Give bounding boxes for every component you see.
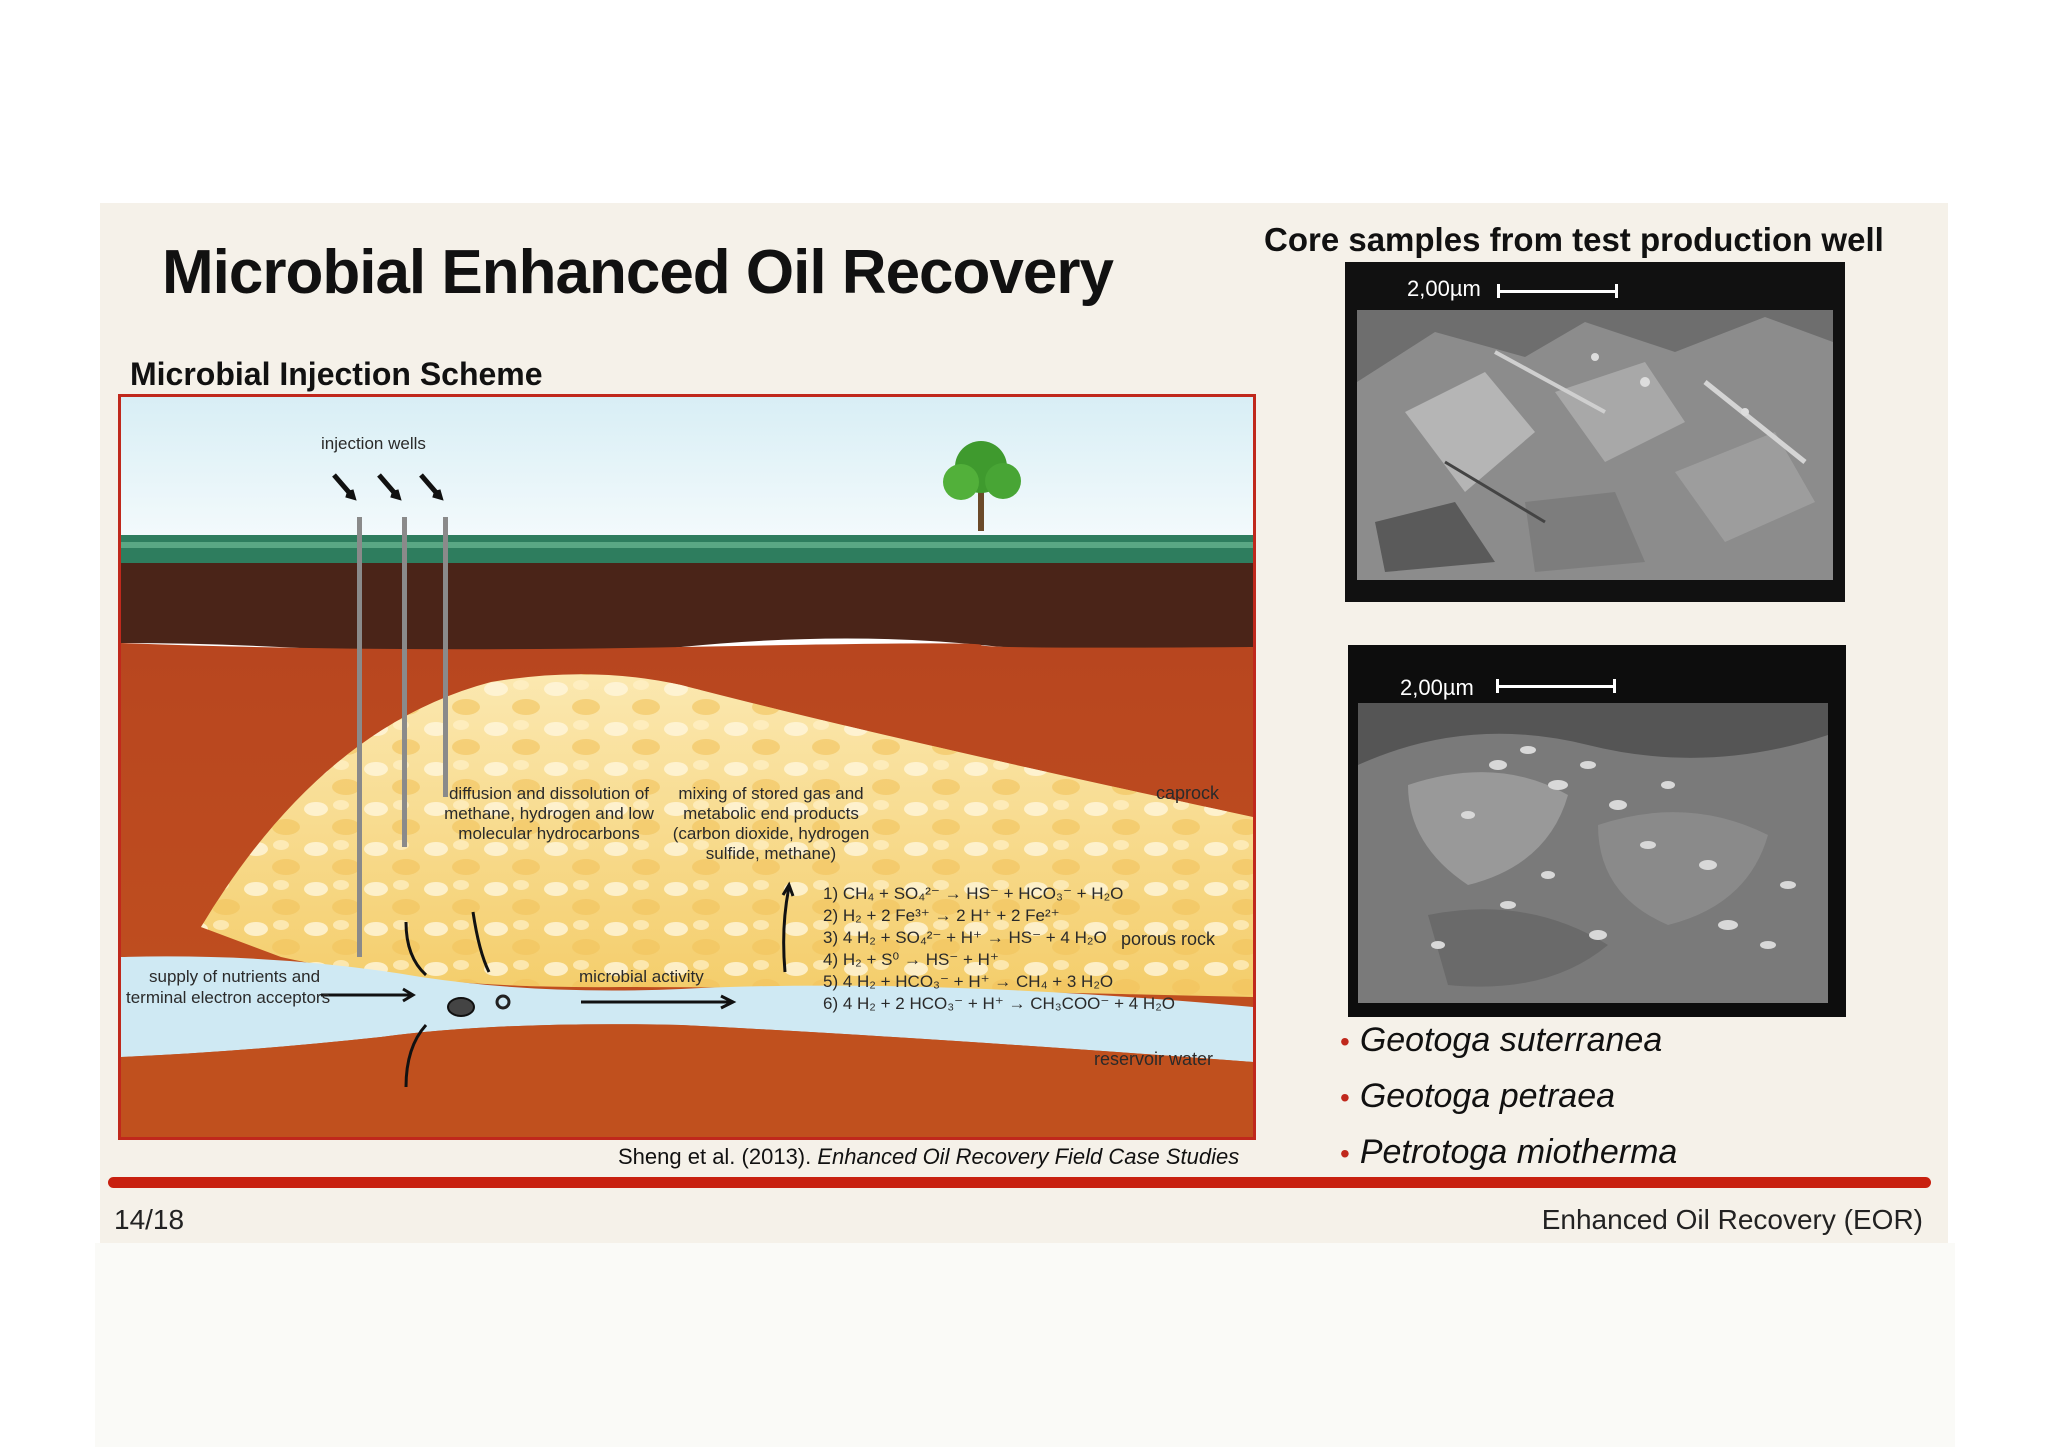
diagram-citation: Sheng et al. (2013). Enhanced Oil Recove… xyxy=(618,1144,1239,1170)
diagram-illustration: injection wells diffusion and dissolutio… xyxy=(121,397,1253,1137)
label-microbial-activity: microbial activity xyxy=(579,967,704,986)
label-porous-rock: porous rock xyxy=(1121,929,1216,949)
reaction-6: 6) 4 H₂ + 2 HCO₃⁻ + H⁺ → CH₃COO⁻ + 4 H₂O xyxy=(823,994,1175,1013)
species-item: • Geotoga suterranea xyxy=(1340,1018,1677,1074)
label-mixing-3: (carbon dioxide, hydrogen xyxy=(673,824,870,843)
reaction-1: 1) CH₄ + SO₄²⁻ → HS⁻ + HCO₃⁻ + H₂O xyxy=(823,884,1123,903)
label-diffusion-2: methane, hydrogen and low xyxy=(444,804,655,823)
bullet-icon: • xyxy=(1340,1082,1350,1113)
sem-micrograph-1 xyxy=(1345,262,1845,602)
sem-1-scale-label: 2,00µm xyxy=(1407,276,1481,301)
footer-title: Enhanced Oil Recovery (EOR) xyxy=(1541,1204,1923,1235)
bullet-icon: • xyxy=(1340,1026,1350,1057)
reaction-3: 3) 4 H₂ + SO₄²⁻ + H⁺ → HS⁻ + 4 H₂O xyxy=(823,928,1107,947)
page-lower-band xyxy=(95,1243,1955,1447)
slide-title: Microbial Enhanced Oil Recovery xyxy=(162,238,1114,307)
core-samples-title: Core samples from test production well xyxy=(1264,221,1884,258)
citation-authors: Sheng et al. (2013). xyxy=(618,1144,812,1169)
species-name: Geotoga suterranea xyxy=(1359,1021,1663,1059)
sem-image-2: 2,00µm xyxy=(1348,645,1846,1017)
label-mixing-1: mixing of stored gas and xyxy=(678,784,863,803)
species-item: • Geotoga petraea xyxy=(1340,1074,1677,1130)
bullet-icon: • xyxy=(1340,1138,1350,1169)
sem-2-scale-label: 2,00µm xyxy=(1400,675,1474,700)
page-number: 14/18 xyxy=(114,1204,185,1235)
sem-micrograph-2 xyxy=(1348,645,1846,1017)
label-mixing-2: metabolic end products xyxy=(683,804,859,823)
label-injection-wells: injection wells xyxy=(321,434,426,453)
label-diffusion-3: molecular hydrocarbons xyxy=(458,824,639,843)
sem-image-1: 2,00µm xyxy=(1345,262,1845,602)
species-name: Petrotoga miotherma xyxy=(1359,1133,1678,1171)
footer-divider xyxy=(108,1177,1931,1188)
reaction-2: 2) H₂ + 2 Fe³⁺ → 2 H⁺ + 2 Fe²⁺ xyxy=(823,906,1060,925)
label-diffusion-1: diffusion and dissolution of xyxy=(449,784,649,803)
scheme-title: Microbial Injection Scheme xyxy=(130,356,543,392)
label-mixing-4: sulfide, methane) xyxy=(706,844,836,863)
reaction-4: 4) H₂ + S⁰ → HS⁻ + H⁺ xyxy=(823,950,999,969)
species-list: • Geotoga suterranea • Geotoga petraea • Pe… xyxy=(1340,1018,1677,1186)
citation-work: Enhanced Oil Recovery Field Case Studies xyxy=(817,1144,1240,1169)
label-caprock: caprock xyxy=(1156,783,1220,803)
reaction-5: 5) 4 H₂ + HCO₃⁻ + H⁺ → CH₄ + 3 H₂O xyxy=(823,972,1113,991)
label-reservoir-water: reservoir water xyxy=(1094,1049,1213,1069)
injection-scheme-diagram: injection wells diffusion and dissolutio… xyxy=(118,394,1256,1140)
label-supply-2: terminal electron acceptors xyxy=(126,988,330,1007)
species-name: Geotoga petraea xyxy=(1359,1077,1616,1115)
species-item: • Petrotoga miotherma xyxy=(1340,1130,1677,1186)
label-supply-1: supply of nutrients and xyxy=(149,967,320,986)
